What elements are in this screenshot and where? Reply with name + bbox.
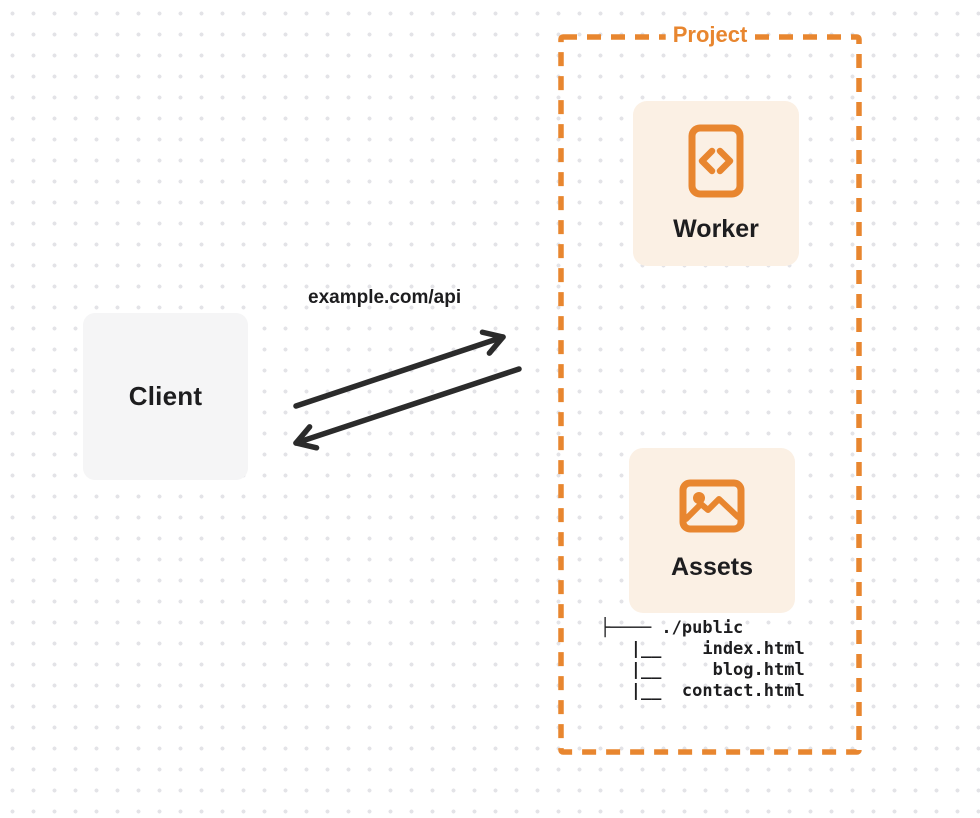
tree-line-public: ├──── ./public — [600, 618, 744, 638]
project-label: Project — [665, 23, 755, 47]
request-url-label: example.com/api — [308, 287, 462, 308]
worker-label: Worker — [673, 214, 759, 243]
tree-line-index: |__ index.html — [600, 639, 805, 659]
assets-label: Assets — [671, 553, 753, 581]
assets-file-tree: ├──── ./public |__ index.html |__ blog.h… — [600, 618, 805, 702]
tree-line-blog: |__ blog.html — [600, 660, 805, 680]
assets-node: Assets — [629, 448, 795, 613]
response-arrow — [293, 366, 522, 451]
project-boundary: Project Worker Assets ├──── ./public |__… — [558, 23, 862, 755]
tree-line-contact: |__ contact.html — [600, 681, 805, 701]
request-arrow — [293, 329, 506, 409]
code-file-icon — [688, 124, 744, 197]
worker-node: Worker — [633, 101, 799, 266]
client-label: Client — [128, 381, 203, 411]
image-icon — [679, 479, 745, 533]
client-node: Client — [83, 313, 248, 480]
